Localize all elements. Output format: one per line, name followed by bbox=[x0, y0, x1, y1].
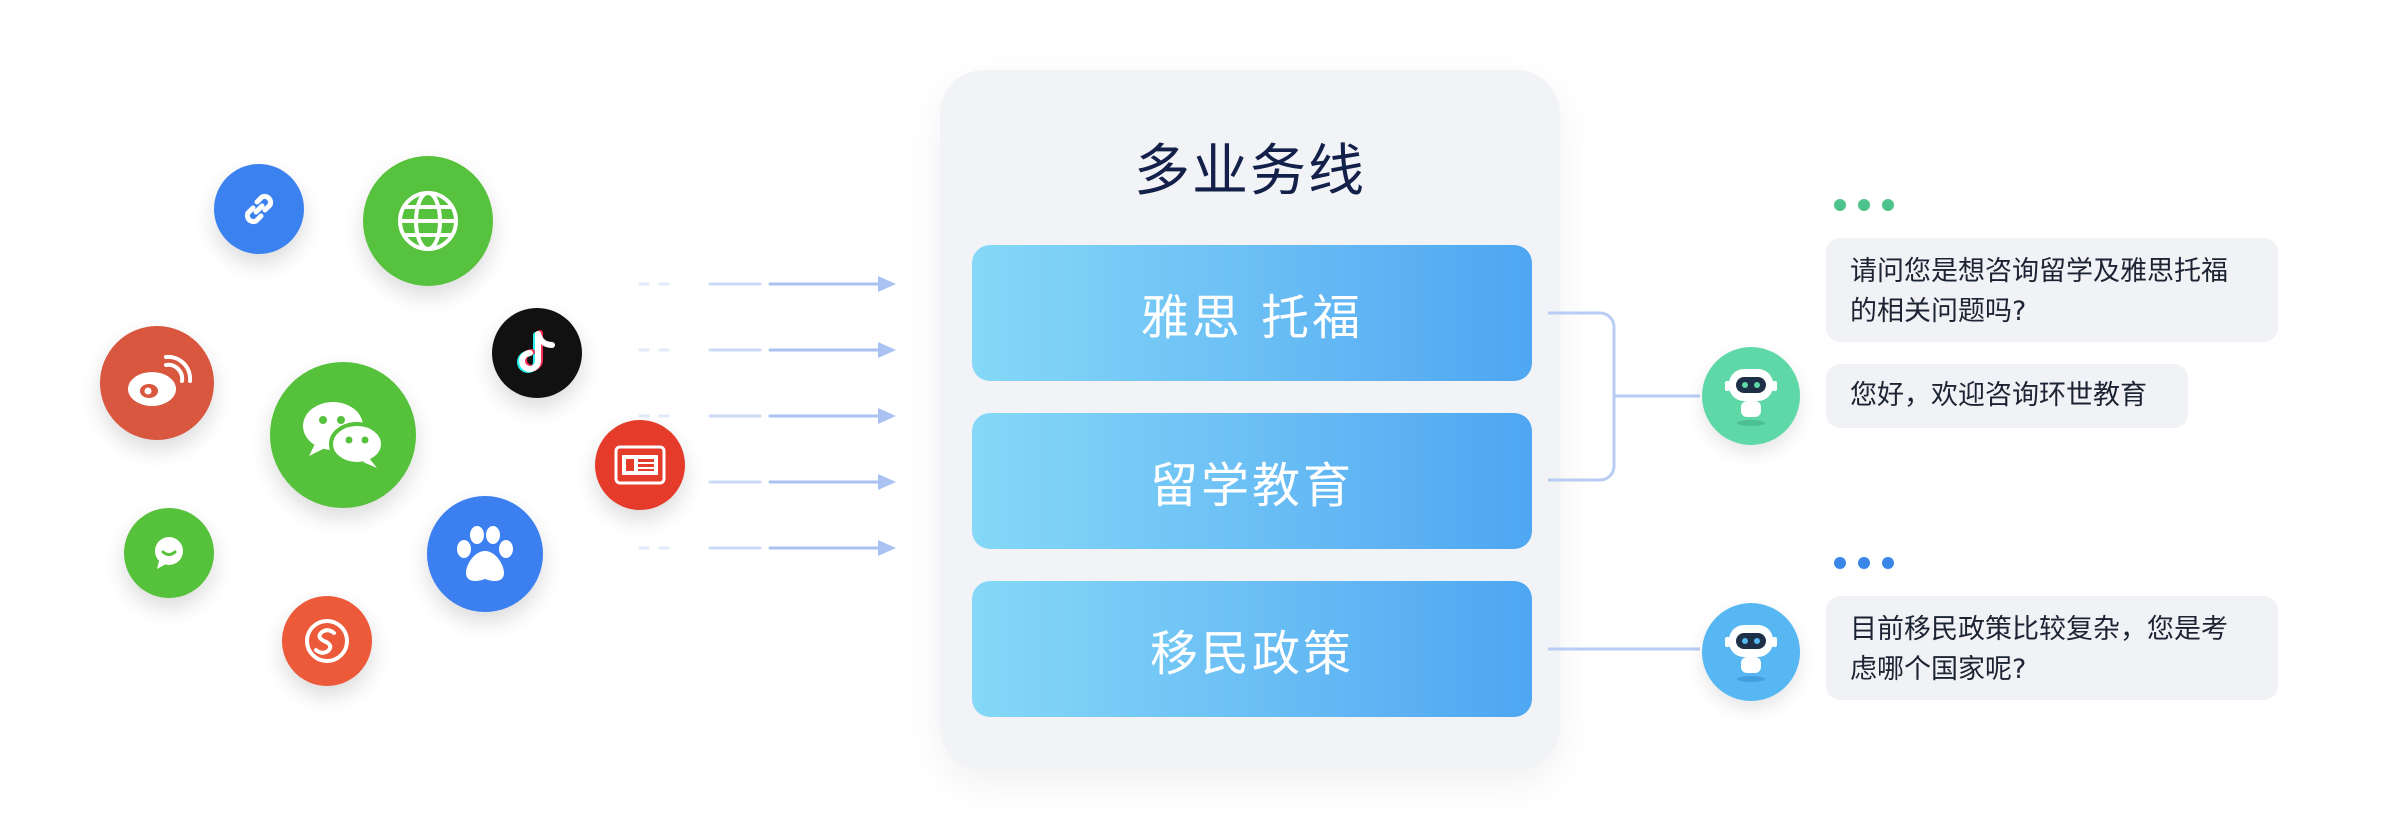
panel-title: 多业务线 bbox=[1134, 139, 1366, 204]
weibo-icon bbox=[100, 326, 214, 440]
link-icon bbox=[214, 164, 304, 254]
business-line-study-abroad[interactable]: 留学教育 bbox=[972, 413, 1532, 549]
tiktok-icon bbox=[492, 308, 582, 398]
sogou-icon bbox=[282, 596, 372, 686]
chatbot-avatar-2 bbox=[1702, 603, 1800, 701]
business-line-ielts-toefl[interactable]: 雅思 托福 bbox=[972, 245, 1532, 381]
chat-message-3: 目前移民政策比较复杂，您是考 虑哪个国家呢? bbox=[1826, 596, 2278, 700]
chat-message-2: 您好，欢迎咨询环世教育 bbox=[1826, 364, 2188, 428]
chat-message-1-line-1: 请问您是想咨询留学及雅思托福 bbox=[1850, 256, 2228, 287]
connector-group-1 bbox=[1548, 311, 1616, 482]
chat-message-3-line-2: 虑哪个国家呢? bbox=[1850, 654, 2027, 685]
globe-icon bbox=[363, 156, 493, 286]
chat-message-1: 请问您是想咨询留学及雅思托福 的相关问题吗? bbox=[1826, 238, 2278, 342]
business-lines-panel: 多业务线 雅思 托福 留学教育 移民政策 bbox=[940, 70, 1560, 770]
chat-message-2-text: 您好，欢迎咨询环世教育 bbox=[1850, 380, 2147, 411]
typing-dots-2 bbox=[1834, 557, 1894, 569]
typing-dots-1 bbox=[1834, 199, 1894, 211]
business-line-immigration[interactable]: 移民政策 bbox=[972, 581, 1532, 717]
baidu-icon bbox=[427, 496, 543, 612]
toutiao-icon bbox=[595, 420, 685, 510]
chat-bubble-icon bbox=[124, 508, 214, 598]
chat-message-3-line-1: 目前移民政策比较复杂，您是考 bbox=[1850, 614, 2228, 645]
wechat-icon bbox=[270, 362, 416, 508]
channel-arrows bbox=[638, 276, 896, 556]
chat-message-1-line-2: 的相关问题吗? bbox=[1850, 296, 2027, 327]
chatbot-avatar-1 bbox=[1702, 347, 1800, 445]
